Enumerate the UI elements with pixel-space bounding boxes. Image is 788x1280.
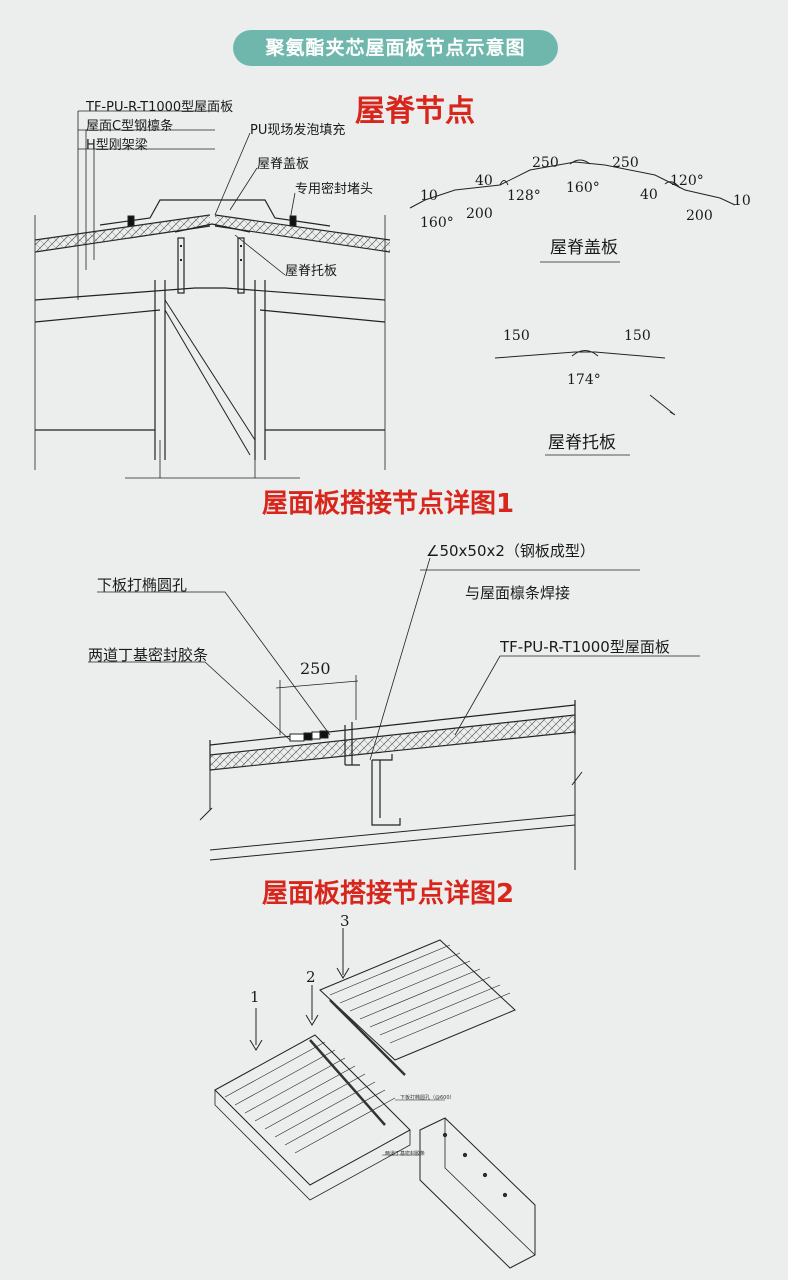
cap-detail-title: 屋脊盖板 <box>550 238 618 258</box>
overlap-detail-1-title: 屋面板搭接节点详图1 <box>262 489 515 519</box>
cap-dim-40-left: 40 <box>475 173 493 189</box>
cap-dim-40-right: 40 <box>640 187 658 203</box>
dim-250: 250 <box>300 659 331 678</box>
header-banner: 聚氨酯夹芯屋面板节点示意图 <box>233 30 558 66</box>
cap-angle-160-mid: 160° <box>566 180 600 196</box>
support-dim-150-right: 150 <box>624 328 651 344</box>
label-sealing-plug: 专用密封堵头 <box>295 182 374 197</box>
cap-dim-200-right: 200 <box>686 208 713 224</box>
support-detail-title: 屋脊托板 <box>548 433 616 453</box>
cap-angle-128: 128° <box>507 188 541 204</box>
ridge-node-title: 屋脊节点 <box>355 94 475 129</box>
ridge-support-profile <box>494 350 676 456</box>
arrow-label-1: 1 <box>250 988 260 1006</box>
overlap-detail-2-title: 屋面板搭接节点详图2 <box>262 879 515 909</box>
cap-dim-250-right: 250 <box>612 155 639 171</box>
support-dim-150-left: 150 <box>503 328 530 344</box>
cap-angle-120: 120° <box>670 173 704 189</box>
ridge-node-drawing <box>34 110 391 479</box>
label-ridge-cap: 屋脊盖板 <box>257 157 310 172</box>
label-ridge-support: 屋脊托板 <box>285 264 338 279</box>
label-angle-spec: ∠50x50x2（钢板成型） <box>426 542 595 560</box>
arrow-label-3: 3 <box>340 912 350 930</box>
label-hole: 下板打椭圆孔 <box>97 576 188 594</box>
label-seal-strip: 两道丁基密封胶条 <box>88 646 209 664</box>
cap-dim-200-left: 200 <box>466 206 493 222</box>
ridge-cap-profile <box>409 159 736 263</box>
cap-angle-160-left: 160° <box>420 215 454 231</box>
overlap-detail-2-drawing <box>214 928 536 1269</box>
cap-dim-10-right: 10 <box>733 193 751 209</box>
arrow-label-2: 2 <box>306 968 316 986</box>
tiny-label-hole: 下板打椭圆孔（@600） <box>400 1095 455 1101</box>
cap-dim-250-left: 250 <box>532 155 559 171</box>
tiny-label-seal: 两道丁基密封胶条 <box>385 1151 426 1157</box>
overlap-detail-1-drawing <box>88 557 700 870</box>
support-angle-174: 174° <box>567 372 601 388</box>
label-weld: 与屋面檩条焊接 <box>465 584 571 602</box>
label-foam: PU现场发泡填充 <box>250 123 346 138</box>
label-panel-model-2: TF-PU-R-T1000型屋面板 <box>500 638 670 656</box>
